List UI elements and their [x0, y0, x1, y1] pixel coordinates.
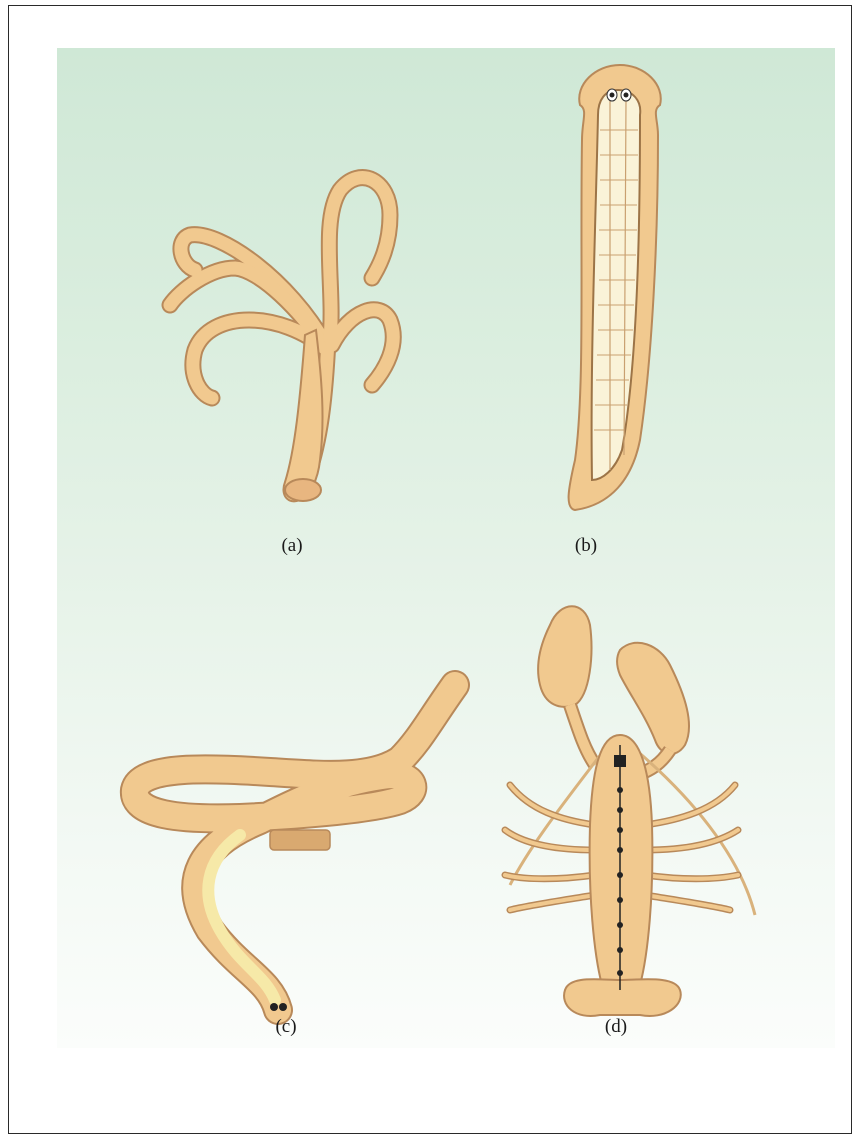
planarian-illustration — [560, 60, 680, 520]
label-d: (d) — [586, 1016, 646, 1038]
hydra-illustration — [150, 160, 430, 520]
label-a: (a) — [262, 535, 322, 557]
worm-illustration — [120, 680, 470, 1020]
label-b: (b) — [556, 535, 616, 557]
crayfish-illustration — [490, 595, 770, 1025]
label-c: (c) — [256, 1016, 316, 1038]
